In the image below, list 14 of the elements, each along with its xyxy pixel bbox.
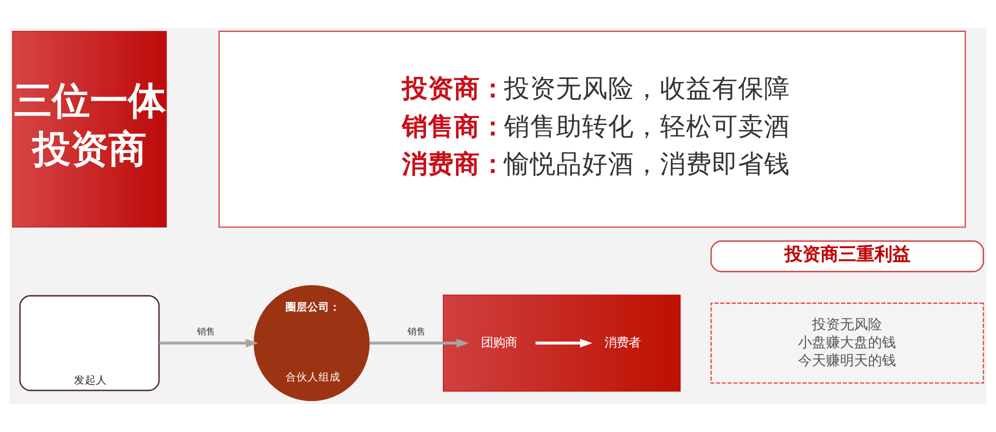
cluster (442, 294, 681, 392)
node-box: 投资无风险 小盘赚大盘的钱 今天赚明天的钱 (710, 302, 984, 384)
edge-label: 销售 (407, 328, 426, 338)
node-box: 投资商：投资无风险，收益有保障 销售商：销售助转化，轻松可卖酒 消费商：愉悦品好酒，消费即省钱 (218, 30, 966, 228)
node-box: 三位一体 投资商 (12, 30, 167, 228)
node-circle: 圈层公司： 合伙人组成 (254, 285, 370, 402)
node-text: 消费者 (604, 335, 641, 350)
arrow (536, 338, 592, 348)
arrow (369, 338, 469, 348)
node-box: 投资商三重利益 (710, 240, 984, 272)
node-box: 发起人 (19, 295, 160, 392)
node-text: 团购商 (481, 335, 518, 350)
edge-label: 销售 (197, 328, 216, 338)
arrow (159, 338, 258, 348)
